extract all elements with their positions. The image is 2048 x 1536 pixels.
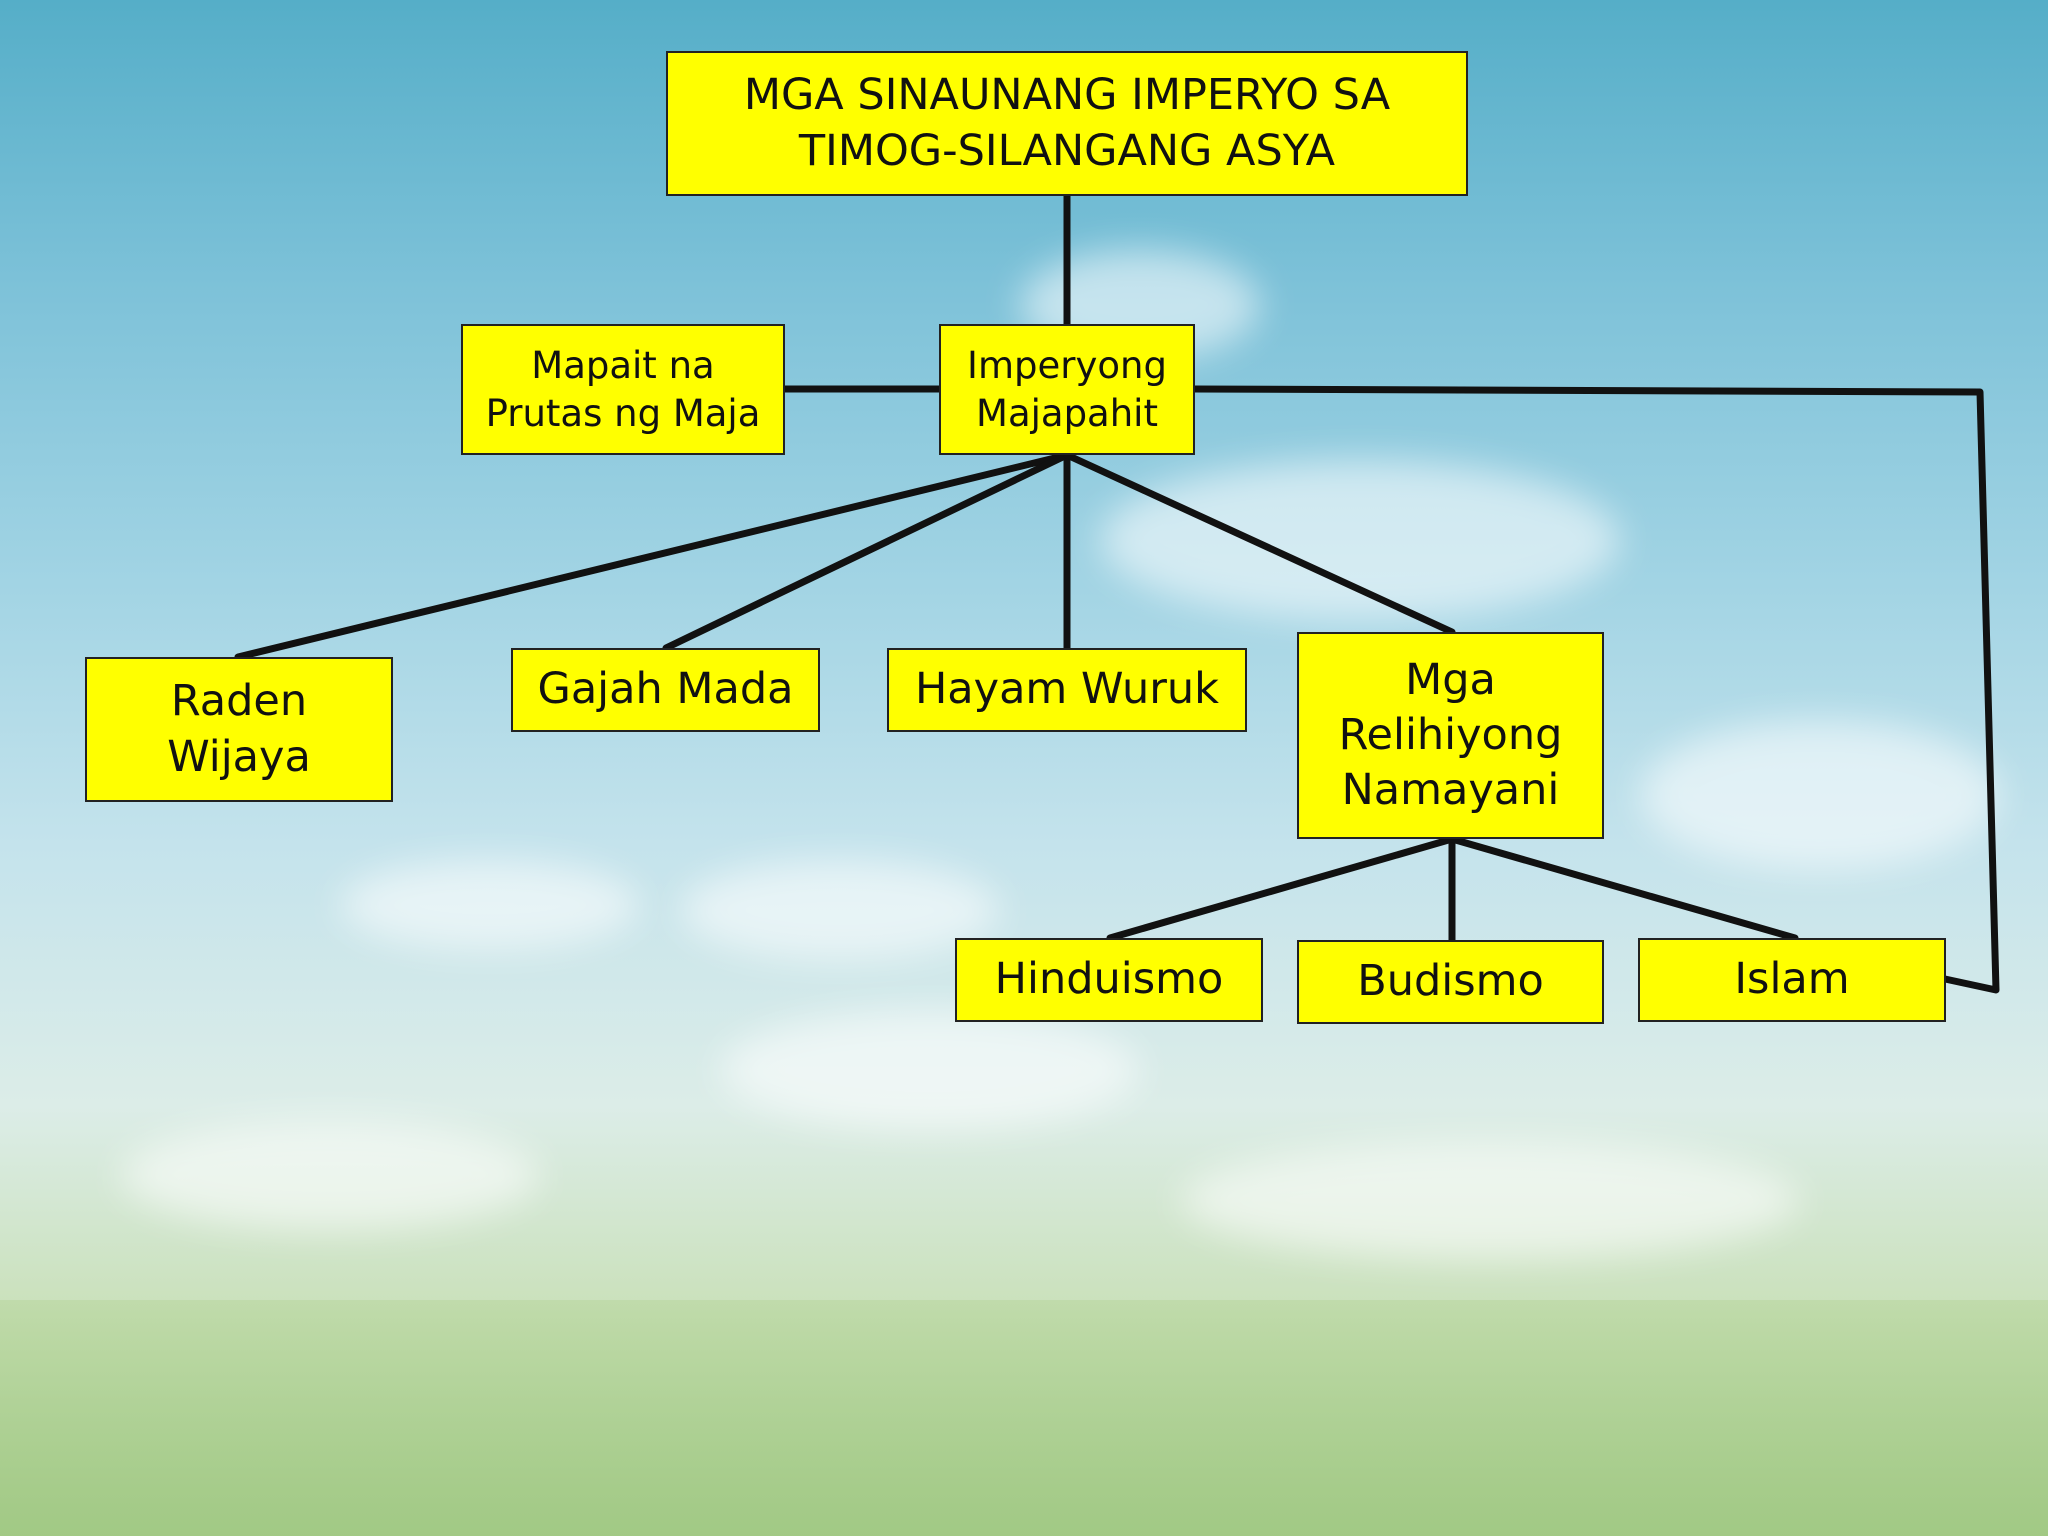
link-relihiyon-hinduismo (1106, 835, 1456, 942)
link-center-relihiyon (1063, 451, 1456, 636)
religion-text: Islam (1734, 954, 1850, 1005)
child-text: Gajah Mada (537, 664, 794, 715)
link-center-gajah-mada (662, 451, 1071, 652)
link-center-islam (1190, 385, 2000, 994)
child-text: Raden Wijaya (167, 676, 311, 782)
center-text: Imperyong Majapahit (967, 344, 1167, 435)
child-box-relihiyon: Mga Relihiyong Namayani (1297, 632, 1604, 839)
link-relihiyon-islam (1448, 835, 1799, 942)
religion-box-islam: Islam (1638, 938, 1946, 1022)
child-box-gajah-mada: Gajah Mada (511, 648, 820, 732)
side-box: Mapait na Prutas ng Maja (461, 324, 785, 455)
religion-text: Hinduismo (994, 954, 1224, 1005)
religion-box-budismo: Budismo (1297, 940, 1604, 1024)
child-box-hayam-wuruk: Hayam Wuruk (887, 648, 1247, 732)
child-text: Hayam Wuruk (914, 664, 1220, 715)
title-box: MGA SINAUNANG IMPERYO SA TIMOG-SILANGANG… (666, 51, 1468, 196)
child-text: Mga Relihiyong Namayani (1338, 654, 1563, 816)
grass-field (0, 1300, 2048, 1536)
religion-text: Budismo (1357, 956, 1544, 1007)
religion-box-hinduismo: Hinduismo (955, 938, 1263, 1022)
link-center-raden-wijaya (234, 451, 1071, 661)
child-box-raden-wijaya: Raden Wijaya (85, 657, 393, 802)
side-text: Mapait na Prutas ng Maja (485, 344, 761, 435)
center-box: Imperyong Majapahit (939, 324, 1195, 455)
title-text: MGA SINAUNANG IMPERYO SA TIMOG-SILANGANG… (743, 70, 1391, 176)
